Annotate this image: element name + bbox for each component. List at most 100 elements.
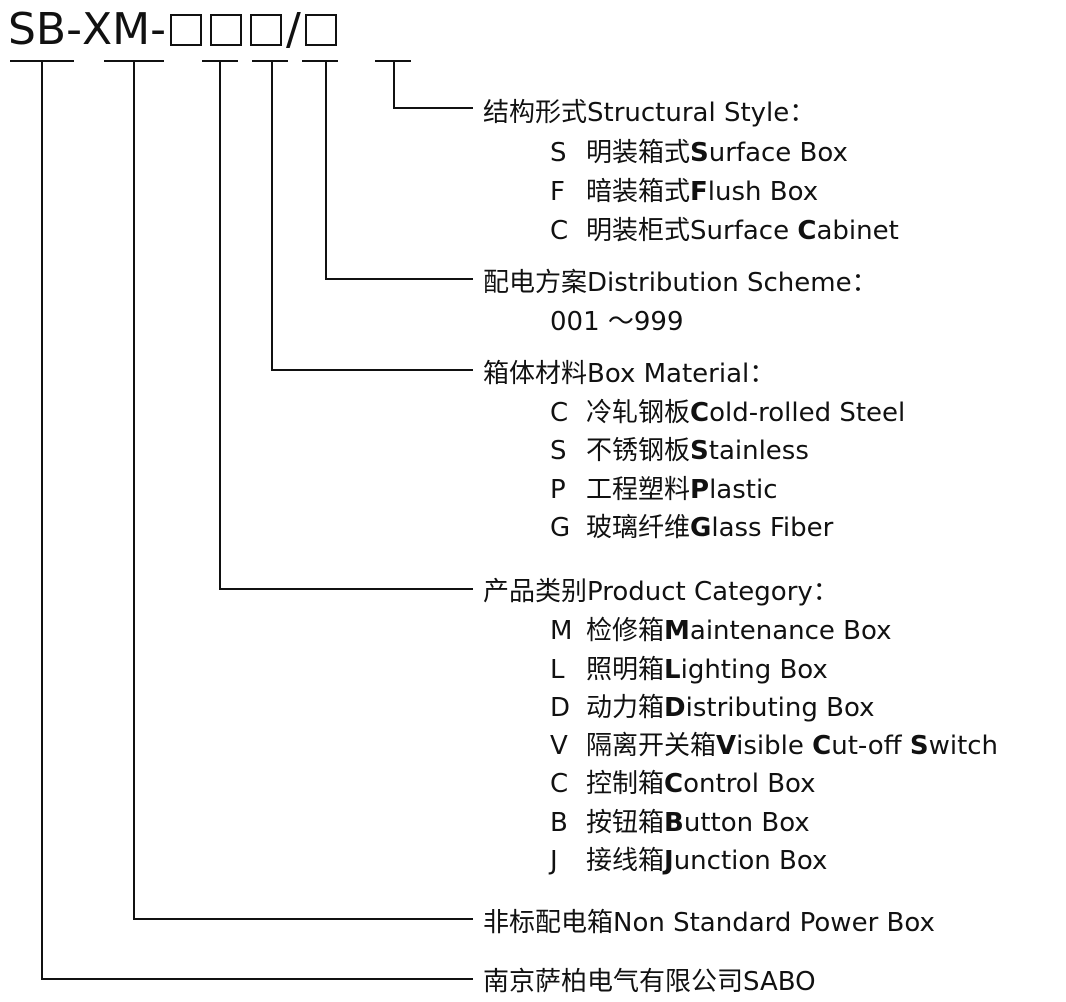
option-en: isible bbox=[736, 731, 813, 761]
label-company: 南京萨柏电气有限公司SABO bbox=[483, 961, 816, 998]
model-slash: / bbox=[286, 4, 301, 55]
option-en-pre: Surface bbox=[690, 216, 798, 246]
option-code: S bbox=[550, 138, 567, 168]
option-distribution-range: 001 ～999 bbox=[550, 301, 684, 338]
option-code: C bbox=[550, 769, 569, 799]
connector-nonstandard-v bbox=[133, 60, 135, 920]
heading-product-category: 产品类别Product Category： bbox=[483, 571, 839, 608]
heading-zh: 配电方案 bbox=[483, 268, 588, 298]
option-zh: 明装箱式 bbox=[586, 138, 691, 168]
option-code: M bbox=[550, 616, 573, 646]
option-en: lush Box bbox=[707, 177, 819, 207]
model-series: XM bbox=[82, 4, 151, 55]
connector-nonstandard-h bbox=[133, 918, 473, 920]
placeholder-box-distribution-scheme bbox=[250, 14, 283, 46]
option-en: ighting Box bbox=[680, 655, 828, 685]
option-zh: 暗装箱式 bbox=[586, 177, 691, 207]
option-zh: 玻璃纤维 bbox=[586, 513, 691, 543]
option-zh: 接线箱 bbox=[586, 846, 665, 876]
option-en: abinet bbox=[816, 216, 899, 246]
model-prefix: SB bbox=[8, 4, 67, 55]
connector-category-h bbox=[219, 588, 473, 590]
option-en-bold: C bbox=[797, 216, 817, 246]
non-standard-label: 非标配电箱Non Standard Power Box bbox=[483, 908, 935, 938]
option-code: G bbox=[550, 513, 571, 543]
connector-material-h bbox=[271, 369, 473, 371]
option-en: lass Fiber bbox=[711, 513, 834, 543]
option-zh: 控制箱 bbox=[586, 769, 665, 799]
heading-zh: 产品类别 bbox=[483, 577, 588, 607]
heading-en: Structural Style： bbox=[587, 98, 816, 128]
option-en-bold: M bbox=[664, 616, 690, 646]
connector-company-h bbox=[41, 978, 473, 980]
heading-structural-style: 结构形式Structural Style： bbox=[483, 92, 815, 129]
option-en: lastic bbox=[709, 475, 778, 505]
option-en: aintenance Box bbox=[689, 616, 892, 646]
option-zh: 工程塑料 bbox=[586, 475, 691, 505]
option-en: unction Box bbox=[673, 846, 828, 876]
option-en-bold: G bbox=[690, 513, 712, 543]
option-en-bold: S bbox=[690, 436, 709, 466]
option-en-bold: B bbox=[664, 808, 684, 838]
connector-distribution-h bbox=[325, 278, 473, 280]
option-en-bold-3: S bbox=[909, 731, 929, 761]
heading-distribution-scheme: 配电方案Distribution Scheme： bbox=[483, 262, 878, 299]
option-en-2: ut-off bbox=[831, 731, 910, 761]
option-zh: 照明箱 bbox=[586, 655, 665, 685]
option-code: L bbox=[550, 655, 565, 685]
placeholder-box-structural-style bbox=[304, 14, 337, 46]
option-en: istributing Box bbox=[685, 693, 875, 723]
option-en-3: witch bbox=[928, 731, 999, 761]
placeholder-box-box-material bbox=[210, 14, 243, 46]
option-en-bold: F bbox=[690, 177, 708, 207]
model-dash-1: - bbox=[66, 4, 83, 55]
connector-distribution-v bbox=[325, 60, 327, 280]
model-dash-2: - bbox=[150, 4, 167, 55]
option-code: D bbox=[550, 693, 571, 723]
option-zh: 明装柜式 bbox=[586, 216, 691, 246]
option-code: S bbox=[550, 436, 567, 466]
heading-zh: 箱体材料 bbox=[483, 359, 588, 389]
connector-company-v bbox=[41, 60, 43, 980]
option-code: C bbox=[550, 398, 569, 428]
option-en-bold-2: C bbox=[812, 731, 832, 761]
option-zh: 隔离开关箱 bbox=[586, 731, 717, 761]
option-en-bold: C bbox=[664, 769, 684, 799]
underline-box-3 bbox=[302, 60, 338, 62]
option-code: J bbox=[550, 846, 558, 876]
model-code: SB-XM-/ bbox=[8, 4, 341, 55]
distribution-range: 001 ～999 bbox=[550, 307, 684, 337]
option-zh: 按钮箱 bbox=[586, 808, 665, 838]
option-en-bold: S bbox=[690, 138, 709, 168]
option-en-bold: J bbox=[664, 846, 674, 876]
option-code: C bbox=[550, 216, 569, 246]
option-en-bold: V bbox=[716, 731, 737, 761]
heading-zh: 结构形式 bbox=[483, 98, 588, 128]
heading-en: Product Category： bbox=[587, 577, 839, 607]
option-en: ontrol Box bbox=[683, 769, 816, 799]
option-en: tainless bbox=[708, 436, 809, 466]
placeholder-box-product-category bbox=[170, 14, 203, 46]
option-en-bold: L bbox=[664, 655, 681, 685]
option-en: urface Box bbox=[708, 138, 848, 168]
underline-box-2 bbox=[252, 60, 288, 62]
option-en-bold: C bbox=[690, 398, 710, 428]
option-code: P bbox=[550, 475, 566, 505]
connector-structural-v bbox=[393, 60, 395, 109]
option-en-bold: D bbox=[664, 693, 686, 723]
option-structural-c: C 明装柜式Surface Cabinet bbox=[550, 210, 899, 247]
option-zh: 动力箱 bbox=[586, 693, 665, 723]
option-code: F bbox=[550, 177, 565, 207]
option-zh: 不锈钢板 bbox=[586, 436, 691, 466]
